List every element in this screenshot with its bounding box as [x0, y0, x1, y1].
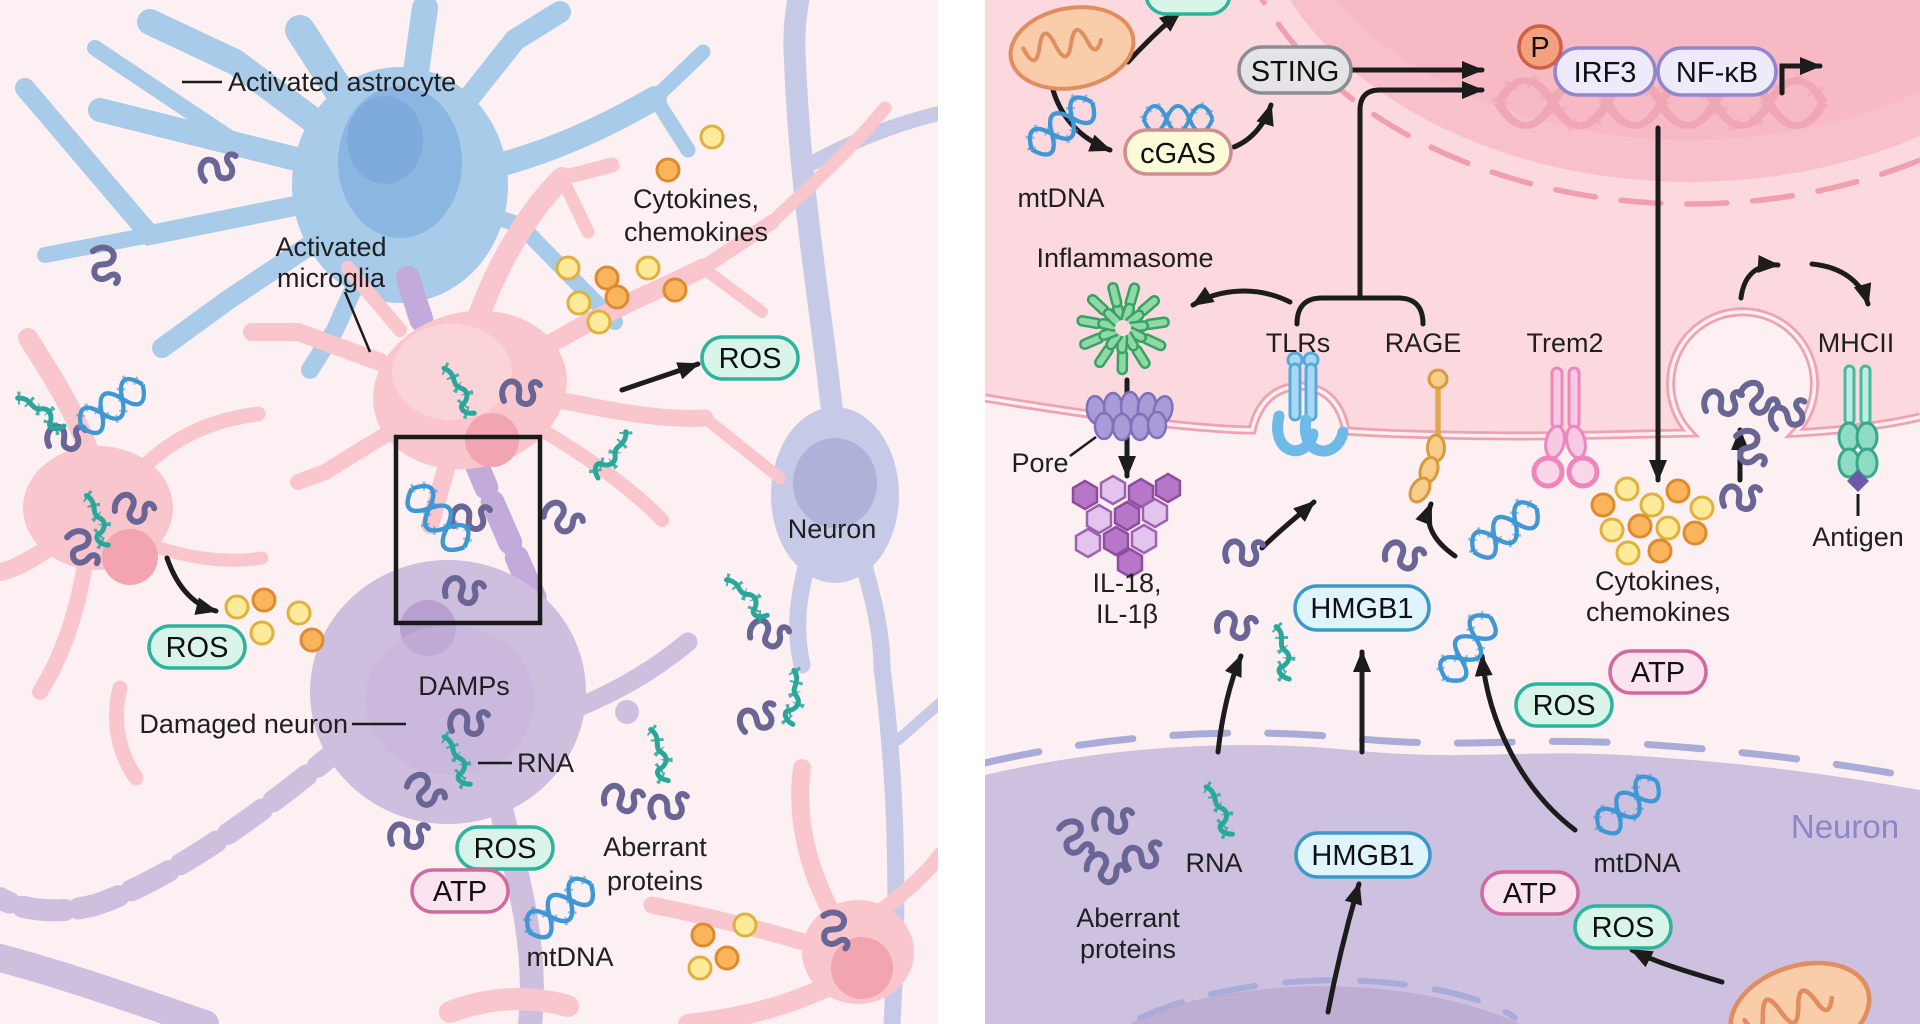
sting-badge: STING: [1237, 45, 1353, 95]
activated-astrocyte-label: Activated astrocyte: [228, 67, 456, 97]
ros-label: ROS: [474, 833, 537, 865]
pore-label-line: [1069, 435, 1097, 458]
activated-microglia-label-2: microglia: [277, 263, 386, 293]
ros-badge-right: ROS: [1514, 682, 1614, 728]
il18-label: IL-18,: [1092, 568, 1161, 598]
neuron-membrane-dashed: [985, 729, 1920, 782]
phospho-label: P: [1530, 32, 1549, 64]
arrow-microglia-to-ros: [619, 361, 701, 393]
hmgb1-label: HMGB1: [1310, 593, 1413, 625]
aberrant-proteins-label-2: proteins: [1080, 934, 1176, 964]
arrow-phagocytosis-1: [1738, 255, 1781, 301]
arrow-tlr-rage-to-nfkb: [1357, 81, 1485, 299]
ros-badge: ROS: [455, 825, 555, 871]
damps-label: DAMPs: [418, 671, 510, 701]
right-panel-signaling: STING cGAS IRF3 NF-κB P HMGB1 HMGB1 ATP …: [985, 0, 1920, 1024]
ros-badge-neuron: ROS: [1573, 904, 1673, 950]
microglia-plasma-membrane: [985, 307, 1920, 441]
cytokines-label-1: Cytokines,: [633, 184, 759, 214]
panel-gap: [938, 0, 985, 1024]
transcription-arrow: [1779, 57, 1823, 96]
ros-label: ROS: [166, 632, 229, 664]
nuclear-envelope-dashed: [1259, 0, 1920, 207]
tlr-rage-bracket: [1294, 295, 1426, 327]
atp-badge: ATP: [410, 868, 510, 914]
trem2-label: Trem2: [1526, 328, 1603, 358]
activated-microglia-cell: [243, 101, 892, 534]
arrow-to-inflammasome: [1190, 286, 1293, 308]
hmgb1-label: HMGB1: [1311, 840, 1414, 872]
aberrant-proteins-label-1: Aberrant: [1076, 903, 1180, 933]
microglia-cell-bottom-right: [439, 759, 938, 1024]
cgas-badge: cGAS: [1123, 128, 1233, 176]
antigen-label: Antigen: [1812, 522, 1904, 552]
phospho-badge: P: [1517, 24, 1563, 70]
rage-label: RAGE: [1385, 328, 1462, 358]
hmgb1-badge: HMGB1: [1293, 584, 1431, 632]
tlrs-label: TLRs: [1266, 328, 1331, 358]
nfkb-label: NF-κB: [1676, 57, 1758, 89]
damaged-neuron-cell: [0, 560, 698, 1024]
arrow-cell-to-ros: [164, 555, 219, 615]
second-neuron-cell: [1130, 986, 1520, 1024]
ros-label: ROS: [719, 343, 782, 375]
damaged-neuron-label: Damaged neuron: [139, 709, 348, 739]
ros-label: ROS: [1533, 690, 1596, 722]
irf3-label: IRF3: [1574, 57, 1637, 89]
ros-label: ROS: [1592, 912, 1655, 944]
rna-label: RNA: [1185, 848, 1242, 878]
membrane-pore: [1085, 390, 1174, 442]
arrow-phagocytosis-2: [1809, 261, 1872, 307]
neuron-label: Neuron: [788, 514, 877, 544]
neuron-cell-left-panel: [771, 0, 938, 1024]
activated-astrocyte-cell: [15, 0, 711, 379]
neuron-label-right: Neuron: [1791, 808, 1899, 845]
mtdna-label: mtDNA: [1018, 183, 1105, 213]
aberrant-proteins-label-2: proteins: [607, 866, 703, 896]
mtdna-label: mtDNA: [527, 942, 614, 972]
antigen-diamond: [1847, 470, 1869, 492]
atp-label: ATP: [433, 876, 487, 908]
ros-badge-top: [1145, 0, 1231, 16]
cytokines-label-1: Cytokines,: [1595, 566, 1721, 596]
tlr-receptor: [1272, 351, 1349, 457]
arrow-cell-to-hmgb1-lower: [1325, 881, 1363, 1015]
activated-microglia-label-1: Activated: [275, 232, 386, 262]
atp-badge-neuron: ATP: [1480, 870, 1580, 916]
neuron-cell-right-panel: [985, 729, 1920, 1024]
cgas-label: cGAS: [1140, 138, 1216, 170]
irf3-badge: IRF3: [1553, 46, 1657, 97]
mhcii-label: MHCII: [1818, 328, 1895, 358]
nfkb-badge: NF-κB: [1656, 46, 1778, 97]
mhcii-receptor: [1837, 364, 1879, 516]
microglia-cell-left: [0, 328, 269, 786]
atp-label: ATP: [1503, 878, 1557, 910]
atp-badge-right: ATP: [1608, 649, 1708, 695]
ros-badge: ROS: [147, 624, 247, 670]
arrow-damp-to-rage: [1415, 501, 1458, 559]
arrow-cgas-to-sting: [1231, 102, 1274, 150]
arrow-neuron-to-rna: [1215, 653, 1244, 755]
trem2-receptor: [1531, 366, 1600, 489]
mtdna-label-neuron: mtDNA: [1594, 848, 1681, 878]
il1b-label: IL-1β: [1096, 599, 1158, 629]
rna-label: RNA: [517, 748, 574, 778]
aberrant-proteins-label-1: Aberrant: [603, 832, 707, 862]
hmgb1-badge-lower: HMGB1: [1294, 831, 1432, 879]
sting-label: STING: [1251, 56, 1340, 88]
inflammasome-label: Inflammasome: [1036, 243, 1213, 273]
arrow-mito-to-ros-neuron: [1629, 947, 1725, 985]
inflammasome: [1074, 278, 1173, 378]
cytokines-label-2: chemokines: [624, 217, 768, 247]
left-panel-tissue-overview: ROS ROS ROS ATP Activated astrocyte Acti…: [0, 0, 938, 1024]
cytokines-label-2: chemokines: [1586, 597, 1730, 627]
ros-badge: ROS: [700, 335, 800, 381]
arrow-damp-to-tlr: [1259, 499, 1317, 551]
atp-label: ATP: [1631, 657, 1685, 689]
rage-receptor: [1408, 368, 1449, 504]
arrow-neuron-mtdna-release: [1474, 653, 1578, 833]
zoom-region-rectangle: [393, 434, 543, 626]
microglia-label-line: [343, 291, 372, 353]
pore-label: Pore: [1011, 448, 1068, 478]
